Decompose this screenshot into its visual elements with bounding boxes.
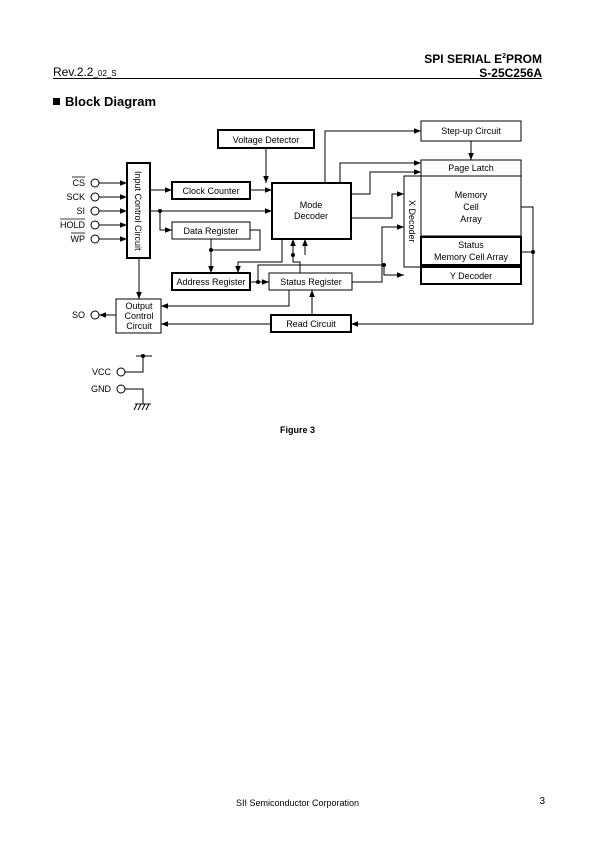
status-memory-cell-array-block: [420, 236, 522, 266]
output-control-label-2: Control: [124, 311, 153, 321]
pin-si-label: SI: [76, 206, 85, 216]
voltage-detector-label: Voltage Detector: [233, 135, 300, 145]
mode-decoder-label-1: Mode: [300, 200, 323, 210]
memory-label-2: Cell: [463, 202, 479, 212]
pin-hold-label: HOLD: [60, 220, 86, 230]
pin-cs-label: CS: [72, 178, 85, 188]
memory-label-3: Array: [460, 214, 482, 224]
pin-wp: [90, 234, 100, 244]
pin-so: [90, 310, 100, 320]
pin-sck: [90, 192, 100, 202]
pin-wp-label: WP: [71, 234, 86, 244]
square-bullet-icon: [53, 98, 60, 105]
vcc-label: VCC: [92, 367, 112, 377]
pin-si: [90, 206, 100, 216]
y-decoder-block: [420, 266, 522, 285]
x-decoder-label: X Decoder: [407, 200, 417, 243]
read-circuit-label: Read Circuit: [286, 319, 336, 329]
y-decoder-label: Y Decoder: [450, 271, 492, 281]
status-array-label-1: Status: [458, 240, 484, 250]
product-title: SPI SERIAL E2PROM: [424, 52, 542, 66]
data-register-label: Data Register: [183, 226, 238, 236]
revision-label: Rev.2.2_02_S: [53, 65, 117, 79]
pin-gnd: [116, 384, 126, 394]
address-register-label: Address Register: [176, 277, 245, 287]
footer-company: SII Semiconductor Corporation: [235, 798, 360, 808]
output-control-label-3: Circuit: [126, 321, 152, 331]
page-latch-label: Page Latch: [448, 163, 494, 173]
page-number: 3: [539, 796, 545, 807]
pin-cs: [90, 178, 100, 188]
gnd-label: GND: [91, 384, 112, 394]
document-header: SPI SERIAL E2PROM S-25C256A: [424, 50, 542, 80]
status-array-label-2: Memory Cell Array: [434, 252, 509, 262]
stepup-circuit-label: Step-up Circuit: [441, 126, 501, 136]
pin-vcc: [116, 367, 126, 377]
output-control-label-1: Output: [125, 301, 153, 311]
header-rule: [53, 78, 542, 79]
pin-sck-label: SCK: [66, 192, 85, 202]
clock-counter-label: Clock Counter: [182, 186, 239, 196]
status-register-label: Status Register: [280, 277, 342, 287]
memory-cell-array-block: [420, 175, 522, 237]
input-control-label: Input Control Circuit: [133, 171, 143, 251]
mode-decoder-label-2: Decoder: [294, 211, 328, 221]
pin-hold: [90, 220, 100, 230]
pin-so-label: SO: [72, 310, 85, 320]
memory-label-1: Memory: [455, 190, 488, 200]
part-number: S-25C256A: [479, 66, 542, 80]
pin-group: [90, 178, 126, 394]
figure-caption: Figure 3: [279, 425, 315, 435]
section-heading: Block Diagram: [53, 94, 156, 109]
